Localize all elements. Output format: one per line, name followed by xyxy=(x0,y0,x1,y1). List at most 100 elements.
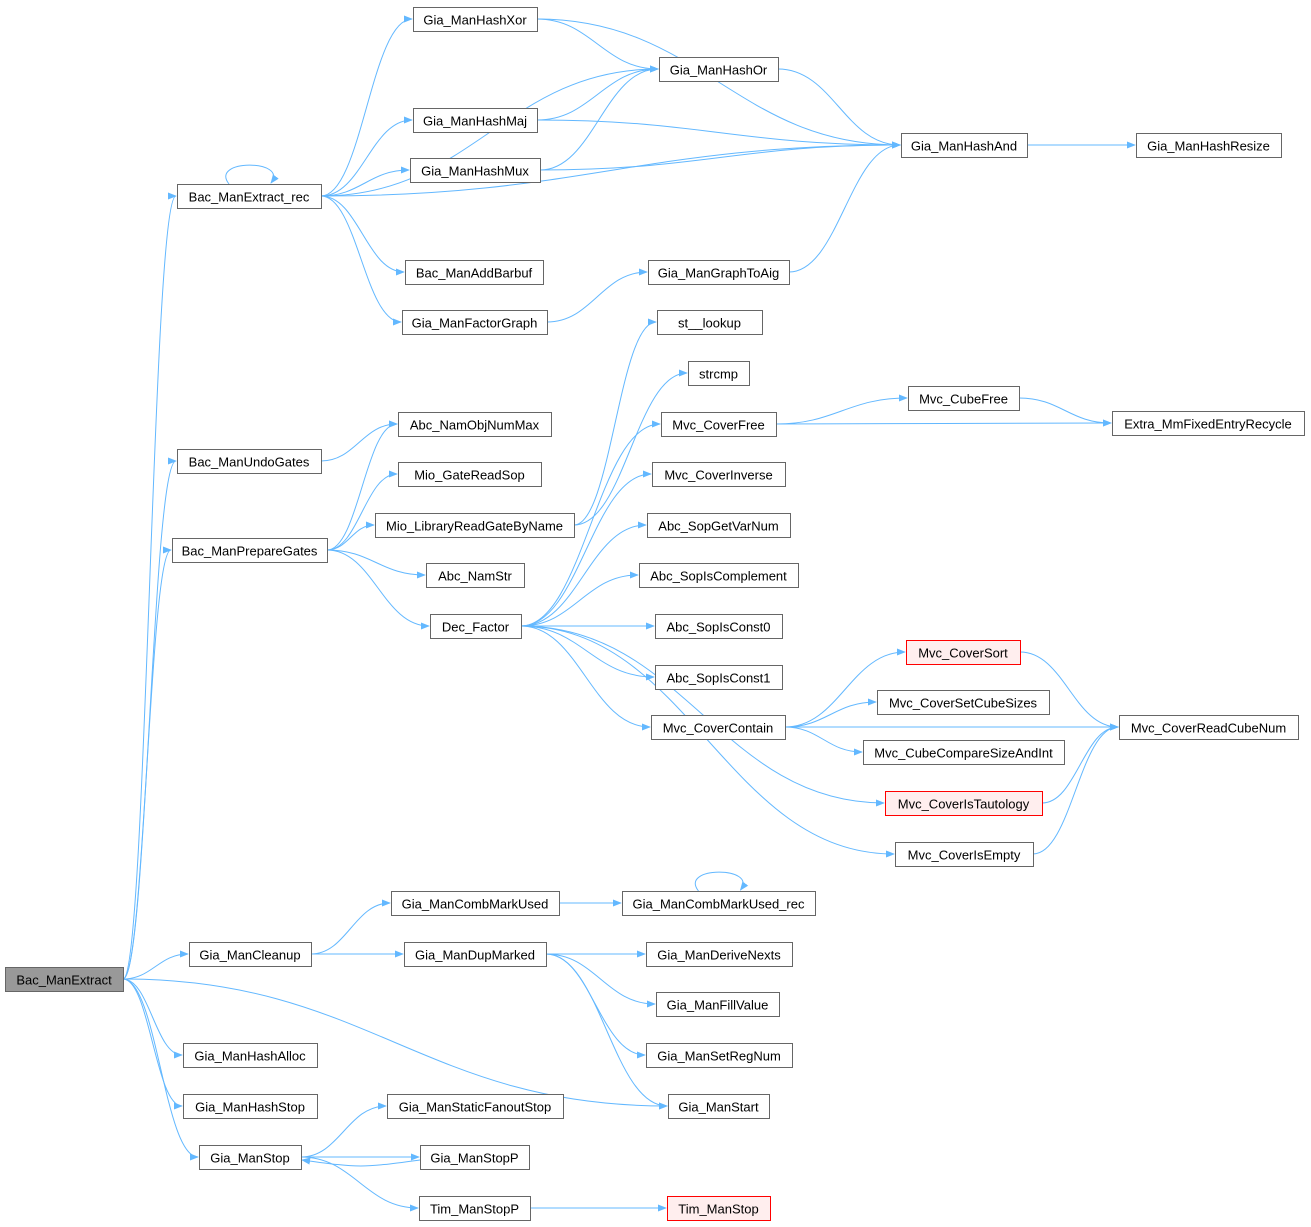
node-gia-man-start[interactable]: Gia_ManStart xyxy=(668,1094,770,1119)
node-label: Mvc_CubeCompareSizeAndInt xyxy=(874,746,1053,761)
node-abc-sop-is-const0[interactable]: Abc_SopIsConst0 xyxy=(655,614,783,639)
edge-bac-man-prepare-gates-to-mio-gate-read-sop xyxy=(326,470,398,551)
edge-bac-man-prepare-gates-to-mio-library-read-gate-by-name xyxy=(326,521,375,551)
edge-mvc-cover-is-empty-to-mvc-cover-read-cube-num xyxy=(1032,723,1119,855)
node-abc-sop-is-complement[interactable]: Abc_SopIsComplement xyxy=(639,563,799,588)
node-bac-man-prepare-gates[interactable]: Bac_ManPrepareGates xyxy=(172,538,328,563)
edge-bac-man-extract-to-gia-man-cleanup xyxy=(122,950,189,980)
node-gia-man-derive-nexts[interactable]: Gia_ManDeriveNexts xyxy=(646,942,793,967)
node-tim-man-stop-p[interactable]: Tim_ManStopP xyxy=(419,1196,531,1221)
node-mvc-cover-contain[interactable]: Mvc_CoverContain xyxy=(651,715,786,740)
node-label: st__lookup xyxy=(678,316,741,331)
node-mio-library-read-gate-by-name[interactable]: Mio_LibraryReadGateByName xyxy=(375,513,575,538)
node-box xyxy=(410,158,541,183)
node-gia-man-hash-resize[interactable]: Gia_ManHashResize xyxy=(1136,133,1282,158)
node-abc-nam-str[interactable]: Abc_NamStr xyxy=(426,563,525,588)
edge-gia-man-graph-to-aig-to-gia-man-hash-and xyxy=(788,141,901,273)
node-extra-mm-fixed-entry-recycle[interactable]: Extra_MmFixedEntryRecycle xyxy=(1112,411,1305,436)
node-box xyxy=(908,386,1020,411)
node-mio-gate-read-sop[interactable]: Mio_GateReadSop xyxy=(398,462,542,487)
node-label: Extra_MmFixedEntryRecycle xyxy=(1124,417,1292,432)
node-label: Mvc_CoverIsEmpty xyxy=(908,848,1021,863)
node-label: Bac_ManUndoGates xyxy=(189,455,310,470)
node-gia-man-dup-marked[interactable]: Gia_ManDupMarked xyxy=(404,942,547,967)
edge-gia-man-dup-marked-to-gia-man-fill-value xyxy=(545,953,656,1008)
edge-mvc-cover-contain-to-mvc-cover-set-cube-sizes xyxy=(784,698,877,728)
edge-gia-man-cleanup-to-gia-man-comb-mark-used xyxy=(310,899,391,955)
node-mvc-cover-sort[interactable]: Mvc_CoverSort xyxy=(906,640,1021,665)
node-label: Abc_NamStr xyxy=(438,569,512,584)
node-mvc-cover-is-empty[interactable]: Mvc_CoverIsEmpty xyxy=(895,842,1034,867)
node-label: Gia_ManCleanup xyxy=(199,948,300,963)
edge-bac-man-extract-to-gia-man-hash-alloc xyxy=(122,978,183,1059)
edge-bac-man-undo-gates-to-abc-nam-obj-num-max xyxy=(320,420,398,462)
node-box xyxy=(646,1043,793,1068)
edge-gia-man-hash-mux-to-gia-man-hash-and xyxy=(539,141,901,171)
node-label: Mio_LibraryReadGateByName xyxy=(386,519,563,534)
edge-gia-man-hash-or-to-gia-man-hash-and xyxy=(777,68,901,149)
node-gia-man-stop-p[interactable]: Gia_ManStopP xyxy=(420,1145,530,1170)
node-mvc-cube-free[interactable]: Mvc_CubeFree xyxy=(908,386,1020,411)
node-box xyxy=(189,942,312,967)
node-gia-man-graph-to-aig[interactable]: Gia_ManGraphToAig xyxy=(648,260,790,285)
node-bac-man-add-barbuf[interactable]: Bac_ManAddBarbuf xyxy=(405,260,544,285)
node-gia-man-comb-mark-used-rec[interactable]: Gia_ManCombMarkUsed_rec xyxy=(622,891,816,916)
node-box xyxy=(655,614,783,639)
node-label: Gia_ManSetRegNum xyxy=(657,1049,781,1064)
node-label: Abc_NamObjNumMax xyxy=(410,418,540,433)
node-gia-man-factor-graph[interactable]: Gia_ManFactorGraph xyxy=(402,310,548,335)
edge-mvc-cover-is-tautology-to-mvc-cover-read-cube-num xyxy=(1041,723,1119,804)
node-gia-man-fill-value[interactable]: Gia_ManFillValue xyxy=(656,992,780,1017)
node-gia-man-static-fanout-stop[interactable]: Gia_ManStaticFanoutStop xyxy=(387,1094,564,1119)
node-box xyxy=(413,108,538,133)
node-box xyxy=(183,1043,318,1068)
node-label: Gia_ManHashXor xyxy=(423,13,527,28)
node-gia-man-cleanup[interactable]: Gia_ManCleanup xyxy=(189,942,312,967)
node-gia-man-hash-or[interactable]: Gia_ManHashOr xyxy=(659,57,779,82)
node-box xyxy=(413,7,538,32)
node-dec-factor[interactable]: Dec_Factor xyxy=(430,614,522,639)
node-box xyxy=(885,791,1043,816)
node-gia-man-hash-stop[interactable]: Gia_ManHashStop xyxy=(183,1094,318,1119)
node-tim-man-stop[interactable]: Tim_ManStop xyxy=(667,1196,771,1221)
node-box xyxy=(656,992,780,1017)
node-gia-man-hash-maj[interactable]: Gia_ManHashMaj xyxy=(413,108,538,133)
node-bac-man-extract-rec[interactable]: Bac_ManExtract_rec xyxy=(177,184,322,209)
node-strcmp[interactable]: strcmp xyxy=(688,361,750,386)
node-gia-man-stop[interactable]: Gia_ManStop xyxy=(199,1145,302,1170)
node-mvc-cover-is-tautology[interactable]: Mvc_CoverIsTautology xyxy=(885,791,1043,816)
node-label: Tim_ManStop xyxy=(678,1202,758,1217)
node-bac-man-extract[interactable]: Bac_ManExtract xyxy=(5,967,124,992)
edge-gia-man-dup-marked-to-gia-man-set-reg-num xyxy=(545,953,646,1059)
node-label: Bac_ManPrepareGates xyxy=(182,544,318,559)
nodes-layer: Bac_ManExtract Bac_ManExtract_recBac_ManU… xyxy=(5,7,1305,1221)
node-abc-sop-is-const1[interactable]: Abc_SopIsConst1 xyxy=(655,665,783,690)
edge-bac-man-extract-rec-to-gia-man-hash-mux xyxy=(320,166,410,197)
node-gia-man-hash-alloc[interactable]: Gia_ManHashAlloc xyxy=(183,1043,318,1068)
node-label: Gia_ManHashAnd xyxy=(911,139,1017,154)
node-mvc-cube-compare-size-and-int[interactable]: Mvc_CubeCompareSizeAndInt xyxy=(863,740,1065,765)
node-box xyxy=(661,412,777,437)
node-label: Abc_SopIsConst0 xyxy=(666,620,770,635)
node-gia-man-hash-and[interactable]: Gia_ManHashAnd xyxy=(901,133,1028,158)
node-gia-man-hash-xor[interactable]: Gia_ManHashXor xyxy=(413,7,538,32)
node-label: Bac_ManExtract xyxy=(16,973,112,988)
node-label: Gia_ManCombMarkUsed xyxy=(402,897,549,912)
node-bac-man-undo-gates[interactable]: Bac_ManUndoGates xyxy=(177,449,322,474)
node-label: Mio_GateReadSop xyxy=(414,468,525,483)
node-mvc-cover-inverse[interactable]: Mvc_CoverInverse xyxy=(652,462,786,487)
node-gia-man-set-reg-num[interactable]: Gia_ManSetRegNum xyxy=(646,1043,793,1068)
node-mvc-cover-free[interactable]: Mvc_CoverFree xyxy=(661,412,777,437)
node-gia-man-hash-mux[interactable]: Gia_ManHashMux xyxy=(410,158,541,183)
node-mvc-cover-set-cube-sizes[interactable]: Mvc_CoverSetCubeSizes xyxy=(877,690,1050,715)
node-st--lookup[interactable]: st__lookup xyxy=(657,310,763,335)
node-box xyxy=(863,740,1065,765)
node-abc-sop-get-var-num[interactable]: Abc_SopGetVarNum xyxy=(647,513,791,538)
node-label: Mvc_CoverIsTautology xyxy=(898,797,1030,812)
edge-dec-factor-to-mvc-cover-free xyxy=(520,420,661,627)
edge-dec-factor-to-abc-sop-get-var-num xyxy=(520,521,647,627)
node-gia-man-comb-mark-used[interactable]: Gia_ManCombMarkUsed xyxy=(391,891,560,916)
node-label: Gia_ManFactorGraph xyxy=(412,316,538,331)
node-abc-nam-obj-num-max[interactable]: Abc_NamObjNumMax xyxy=(398,412,552,437)
node-mvc-cover-read-cube-num[interactable]: Mvc_CoverReadCubeNum xyxy=(1119,715,1299,740)
